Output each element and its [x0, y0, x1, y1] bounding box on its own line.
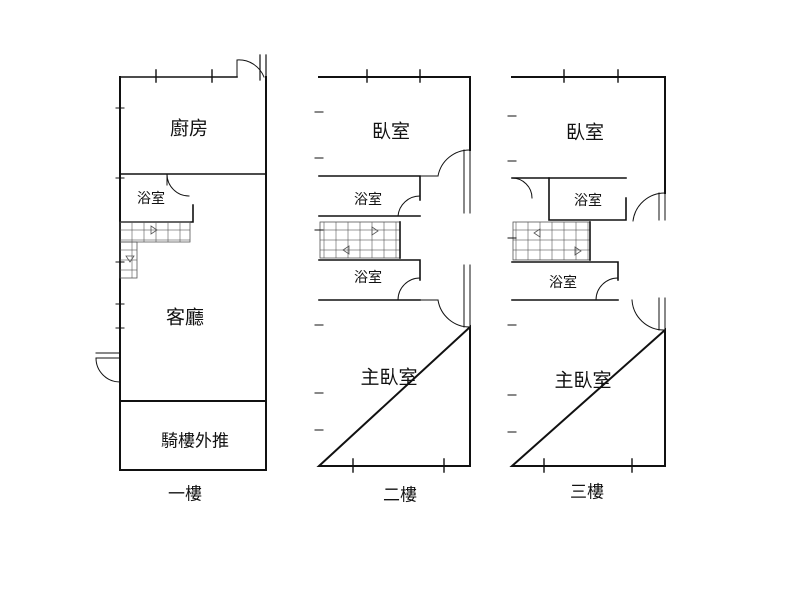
floor-3-caption: 三樓: [570, 482, 604, 503]
floor-1-caption: 一樓: [168, 484, 202, 505]
room-living-label: 客廳: [165, 306, 205, 329]
room-bath-upper-label: 浴室: [354, 192, 382, 208]
floor-3-plan: [507, 69, 666, 473]
floor-1-plan: [95, 54, 267, 471]
room-bath-upper-label: 浴室: [574, 193, 602, 209]
room-bath-lower-label: 浴室: [549, 275, 577, 291]
room-master-label: 主臥室: [554, 369, 612, 392]
floor-2-plan: [314, 69, 471, 473]
room-bath-lower-label: 浴室: [354, 270, 382, 286]
room-bath-label: 浴室: [137, 191, 165, 207]
room-kitchen-label: 廚房: [169, 117, 209, 140]
room-master-label: 主臥室: [360, 366, 418, 389]
room-arcade-label: 騎樓外推: [161, 431, 229, 452]
floor-2-caption: 二樓: [383, 485, 417, 506]
room-bedroom-label: 臥室: [565, 121, 605, 144]
room-bedroom-label: 臥室: [371, 120, 411, 143]
